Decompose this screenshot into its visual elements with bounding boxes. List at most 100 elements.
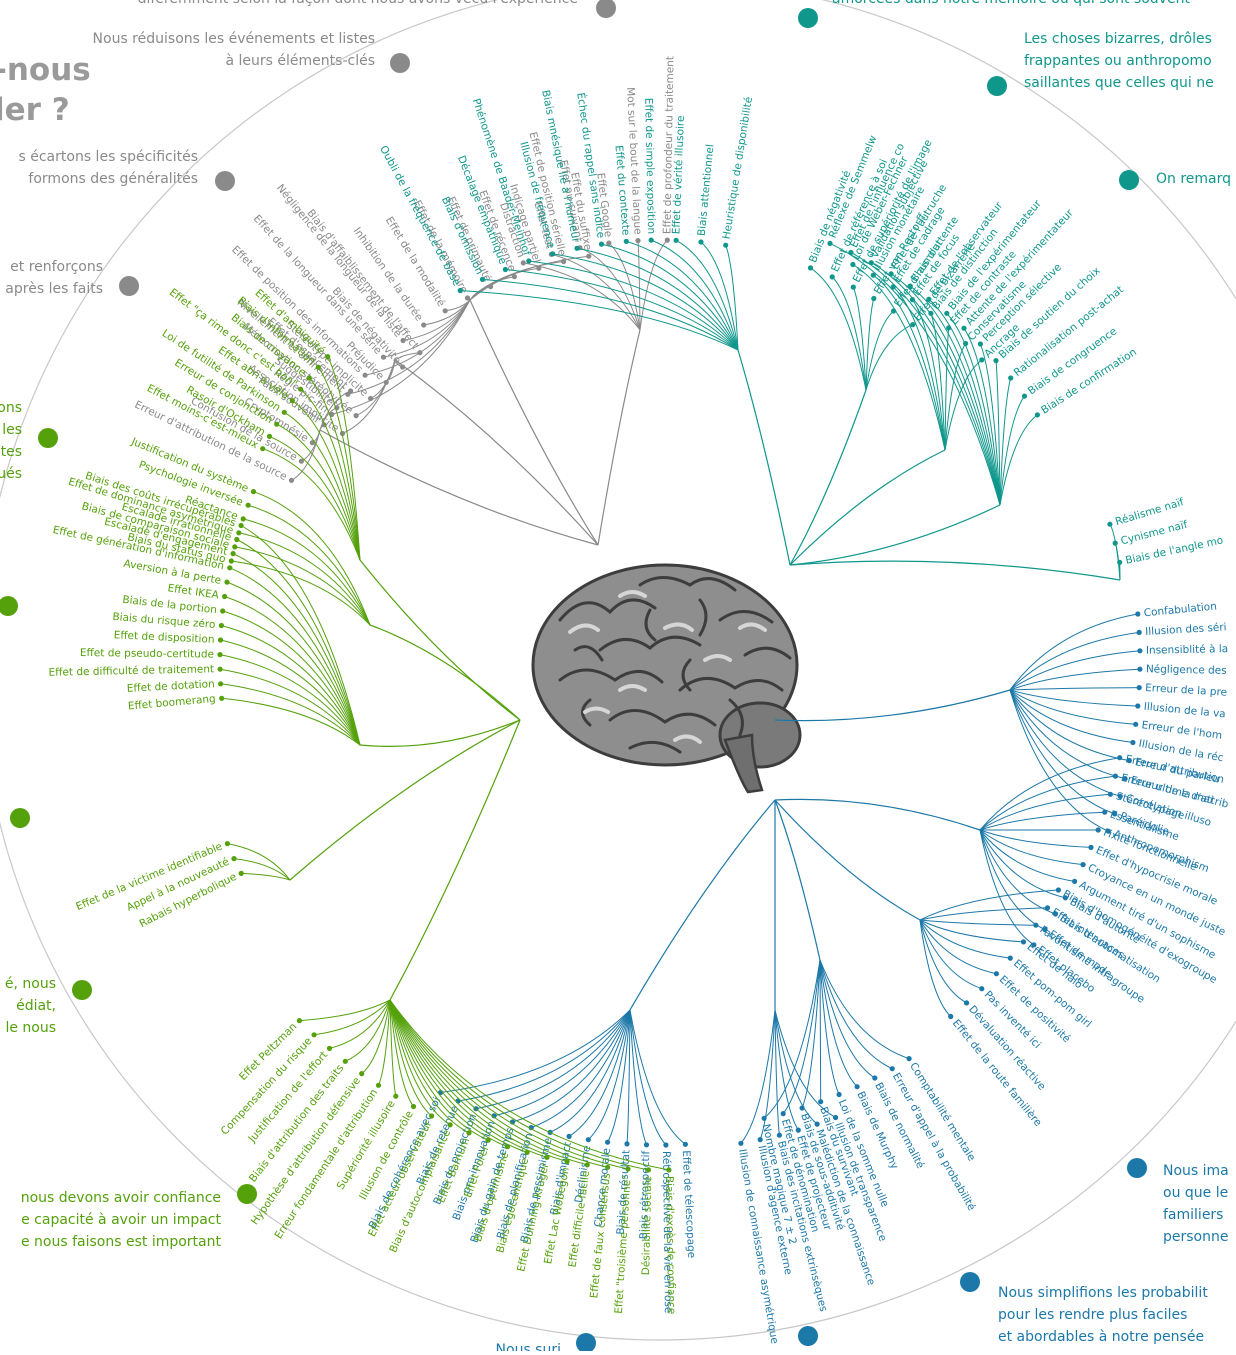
leaf-line [1010, 669, 1140, 690]
leaf-line [980, 830, 1075, 881]
leaf-line [1110, 524, 1120, 580]
leaf-dot [1022, 394, 1027, 399]
leaf-dot [1033, 923, 1038, 928]
leaf-line [234, 859, 290, 880]
bias-label: Effet de disposition [113, 629, 214, 646]
leaf-dot [994, 971, 999, 976]
leaf-dot [234, 537, 239, 542]
leaf-dot [738, 1141, 743, 1146]
leaf-line [866, 325, 913, 390]
category-text: personne [1163, 1229, 1228, 1245]
leaf-line [1010, 690, 1133, 743]
leaf-dot [978, 341, 983, 346]
leaf-dot [698, 239, 703, 244]
leaf-line [820, 960, 892, 1069]
leaf-dot [1137, 630, 1142, 635]
category-dot [798, 8, 818, 28]
leaf-dot [282, 410, 287, 415]
bias-label: Effet de simple exposition [642, 98, 657, 235]
category-text: et renforçons [10, 259, 103, 275]
leaf-dot [663, 1142, 668, 1147]
leaf-dot [400, 364, 405, 369]
leaf-dot [1133, 722, 1138, 727]
category-dot [987, 76, 1007, 96]
leaf-line [263, 449, 360, 560]
category-dot [1127, 1158, 1147, 1178]
leaf-dot [307, 375, 312, 380]
leaf-dot [224, 580, 229, 585]
category-text: diféremment selon la façon dont nous avo… [138, 0, 578, 7]
leaf-line [1010, 690, 1120, 796]
category-dot [215, 171, 235, 191]
category-text: Nous réduisons les événements et listes [93, 31, 375, 47]
leaf-line [820, 960, 821, 1102]
category-text: é, nous [5, 976, 56, 992]
leaf-dot [1108, 792, 1113, 797]
leaf-line [866, 299, 874, 391]
category-dot [960, 1272, 980, 1292]
leaf-line [920, 920, 1036, 925]
leaf-dot [1021, 939, 1026, 944]
leaf-line [811, 268, 867, 390]
leaf-dot [574, 246, 579, 251]
leaf-dot [1056, 887, 1061, 892]
leaf-dot [325, 354, 330, 359]
leaf-line [764, 960, 820, 1118]
category-text: après les faits [5, 281, 103, 297]
leaf-dot [417, 350, 422, 355]
bias-label: Illusion des séri [1145, 621, 1227, 638]
bias-label: Biais d'excès de confiance [663, 1176, 677, 1315]
category-dot [798, 1326, 818, 1346]
leaf-dot [926, 297, 931, 302]
leaf-dot [777, 1133, 782, 1138]
branch-stem [320, 430, 598, 545]
branch-stem [390, 720, 520, 1000]
category-text: amorcées dans notre mémoire ou qui sont … [832, 0, 1190, 7]
leaf-line [483, 279, 739, 350]
leaf-dot [890, 1066, 895, 1071]
category-5: amorcées dans notre mémoire ou qui sont … [798, 0, 1190, 28]
leaf-dot [851, 285, 856, 290]
leaf-dot [227, 565, 232, 570]
leaf-dot [526, 258, 531, 263]
category-text: Les choses bizarres, drôles [1024, 31, 1212, 47]
leaf-dot [503, 267, 508, 272]
leaf-dot [815, 1122, 820, 1127]
leaf-line [248, 505, 370, 625]
leaf-dot [289, 478, 294, 483]
leaf-line [626, 241, 738, 350]
leaf-line [920, 920, 996, 974]
leaf-dot [229, 558, 234, 563]
leaf-dot [222, 594, 227, 599]
bias-label: Insensiblité à la [1146, 643, 1228, 657]
branch-stem [360, 560, 520, 720]
leaf-line [1010, 690, 1138, 706]
leaf-dot [837, 1092, 842, 1097]
leaf-dot [239, 871, 244, 876]
category-dot [38, 428, 58, 448]
category-text: e nous faisons est important [21, 1234, 222, 1250]
leaf-line [523, 263, 640, 330]
branch-stem [370, 625, 520, 720]
leaf-dot [993, 358, 998, 363]
leaf-dot [635, 238, 640, 243]
leaf-line [1010, 690, 1136, 724]
leaf-dot [421, 322, 426, 327]
category-7: On remarq [1119, 170, 1231, 190]
leaf-dot [944, 311, 949, 316]
branch-stem [775, 690, 1010, 721]
branch-stem [738, 350, 790, 565]
leaf-dot [1107, 522, 1112, 527]
leaf-dot [964, 1000, 969, 1005]
leaf-dot [1135, 611, 1140, 616]
leaf-dot [429, 1113, 434, 1118]
leaf-dot [1008, 956, 1013, 961]
leaf-dot [599, 242, 604, 247]
